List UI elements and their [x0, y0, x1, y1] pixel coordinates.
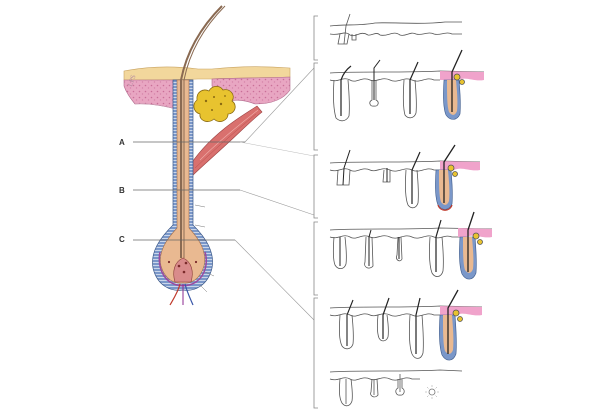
panel-row-3 — [330, 145, 480, 210]
label-c: C — [119, 236, 125, 244]
panel-row-2 — [330, 50, 484, 121]
panel-row-1 — [330, 14, 462, 44]
label-a: A — [119, 139, 125, 147]
panel-row-4 — [330, 212, 492, 279]
panel-row-6 — [330, 370, 462, 406]
panel-row-5 — [330, 290, 482, 360]
sebaceous-gland — [194, 86, 235, 121]
label-b: B — [119, 187, 125, 195]
panel-brackets — [314, 16, 318, 408]
main-follicle — [124, 6, 290, 305]
